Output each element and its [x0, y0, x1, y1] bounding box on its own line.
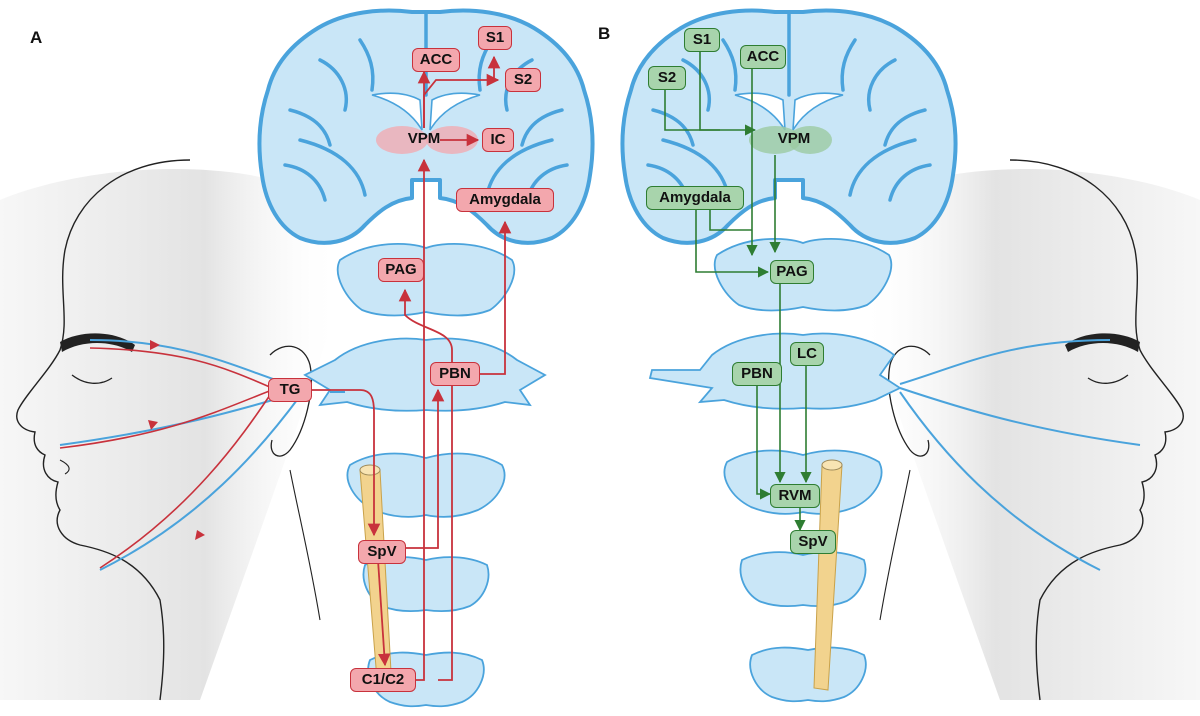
pathways-a — [312, 55, 512, 681]
spinal-tract-left-top — [359, 464, 381, 476]
node-b-rvm: RVM — [770, 484, 820, 508]
brain-right-sulci — [646, 12, 932, 202]
brainstem-left — [303, 242, 547, 708]
node-a-pbn: PBN — [430, 362, 480, 386]
node-a-tg: TG — [268, 378, 312, 402]
brain-right — [620, 8, 958, 245]
afferent-nerve-left — [59, 347, 273, 569]
node-a-vpm: VPM — [407, 130, 441, 147]
face-profile-left — [16, 159, 191, 701]
eye-right — [1087, 374, 1129, 384]
ventricles-left — [371, 92, 481, 131]
pons-left — [303, 337, 547, 412]
node-b-s2: S2 — [648, 66, 686, 90]
node-a-ic: IC — [482, 128, 514, 152]
face-profile-right — [1009, 159, 1184, 701]
node-a-pag: PAG — [378, 258, 424, 282]
node-a-s2: S2 — [505, 68, 541, 92]
node-b-s1: S1 — [684, 28, 720, 52]
brainstem-right — [648, 237, 902, 703]
thalamus-right — [749, 126, 801, 154]
node-a-c1c2: C1/C2 — [350, 668, 416, 692]
node-b-pbn: PBN — [732, 362, 782, 386]
pathways-b — [664, 50, 812, 532]
node-a-spv: SpV — [358, 540, 406, 564]
trigeminal-nerve-right — [899, 339, 1141, 571]
cord-left-2 — [367, 651, 485, 708]
eye-left — [71, 374, 113, 384]
node-a-amygdala: Amygdala — [456, 188, 554, 212]
node-b-acc: ACC — [740, 45, 786, 69]
node-b-lc: LC — [790, 342, 824, 366]
node-b-spv: SpV — [790, 530, 836, 554]
eyebrow-left — [60, 333, 135, 352]
panel-label-b: B — [598, 24, 611, 43]
face-left — [0, 159, 342, 701]
node-b-amygdala: Amygdala — [646, 186, 744, 210]
node-a-acc: ACC — [412, 48, 460, 72]
cord-right-1 — [739, 551, 867, 608]
afferent-arrowheads-left — [148, 340, 205, 540]
eyebrow-right — [1065, 333, 1140, 352]
ear-right — [888, 345, 931, 457]
panel-label-a: A — [30, 28, 43, 47]
node-b-pag: PAG — [770, 260, 814, 284]
midbrain-left — [336, 242, 516, 317]
thalamus-right-2 — [788, 126, 832, 154]
thalamus-left — [376, 126, 428, 154]
spinal-tract-right-top — [821, 459, 843, 471]
ear-left — [269, 345, 312, 457]
node-b-vpm: VPM — [777, 130, 811, 147]
cord-right-2 — [749, 646, 867, 703]
face-right — [858, 159, 1200, 701]
node-a-s1: S1 — [478, 26, 512, 50]
